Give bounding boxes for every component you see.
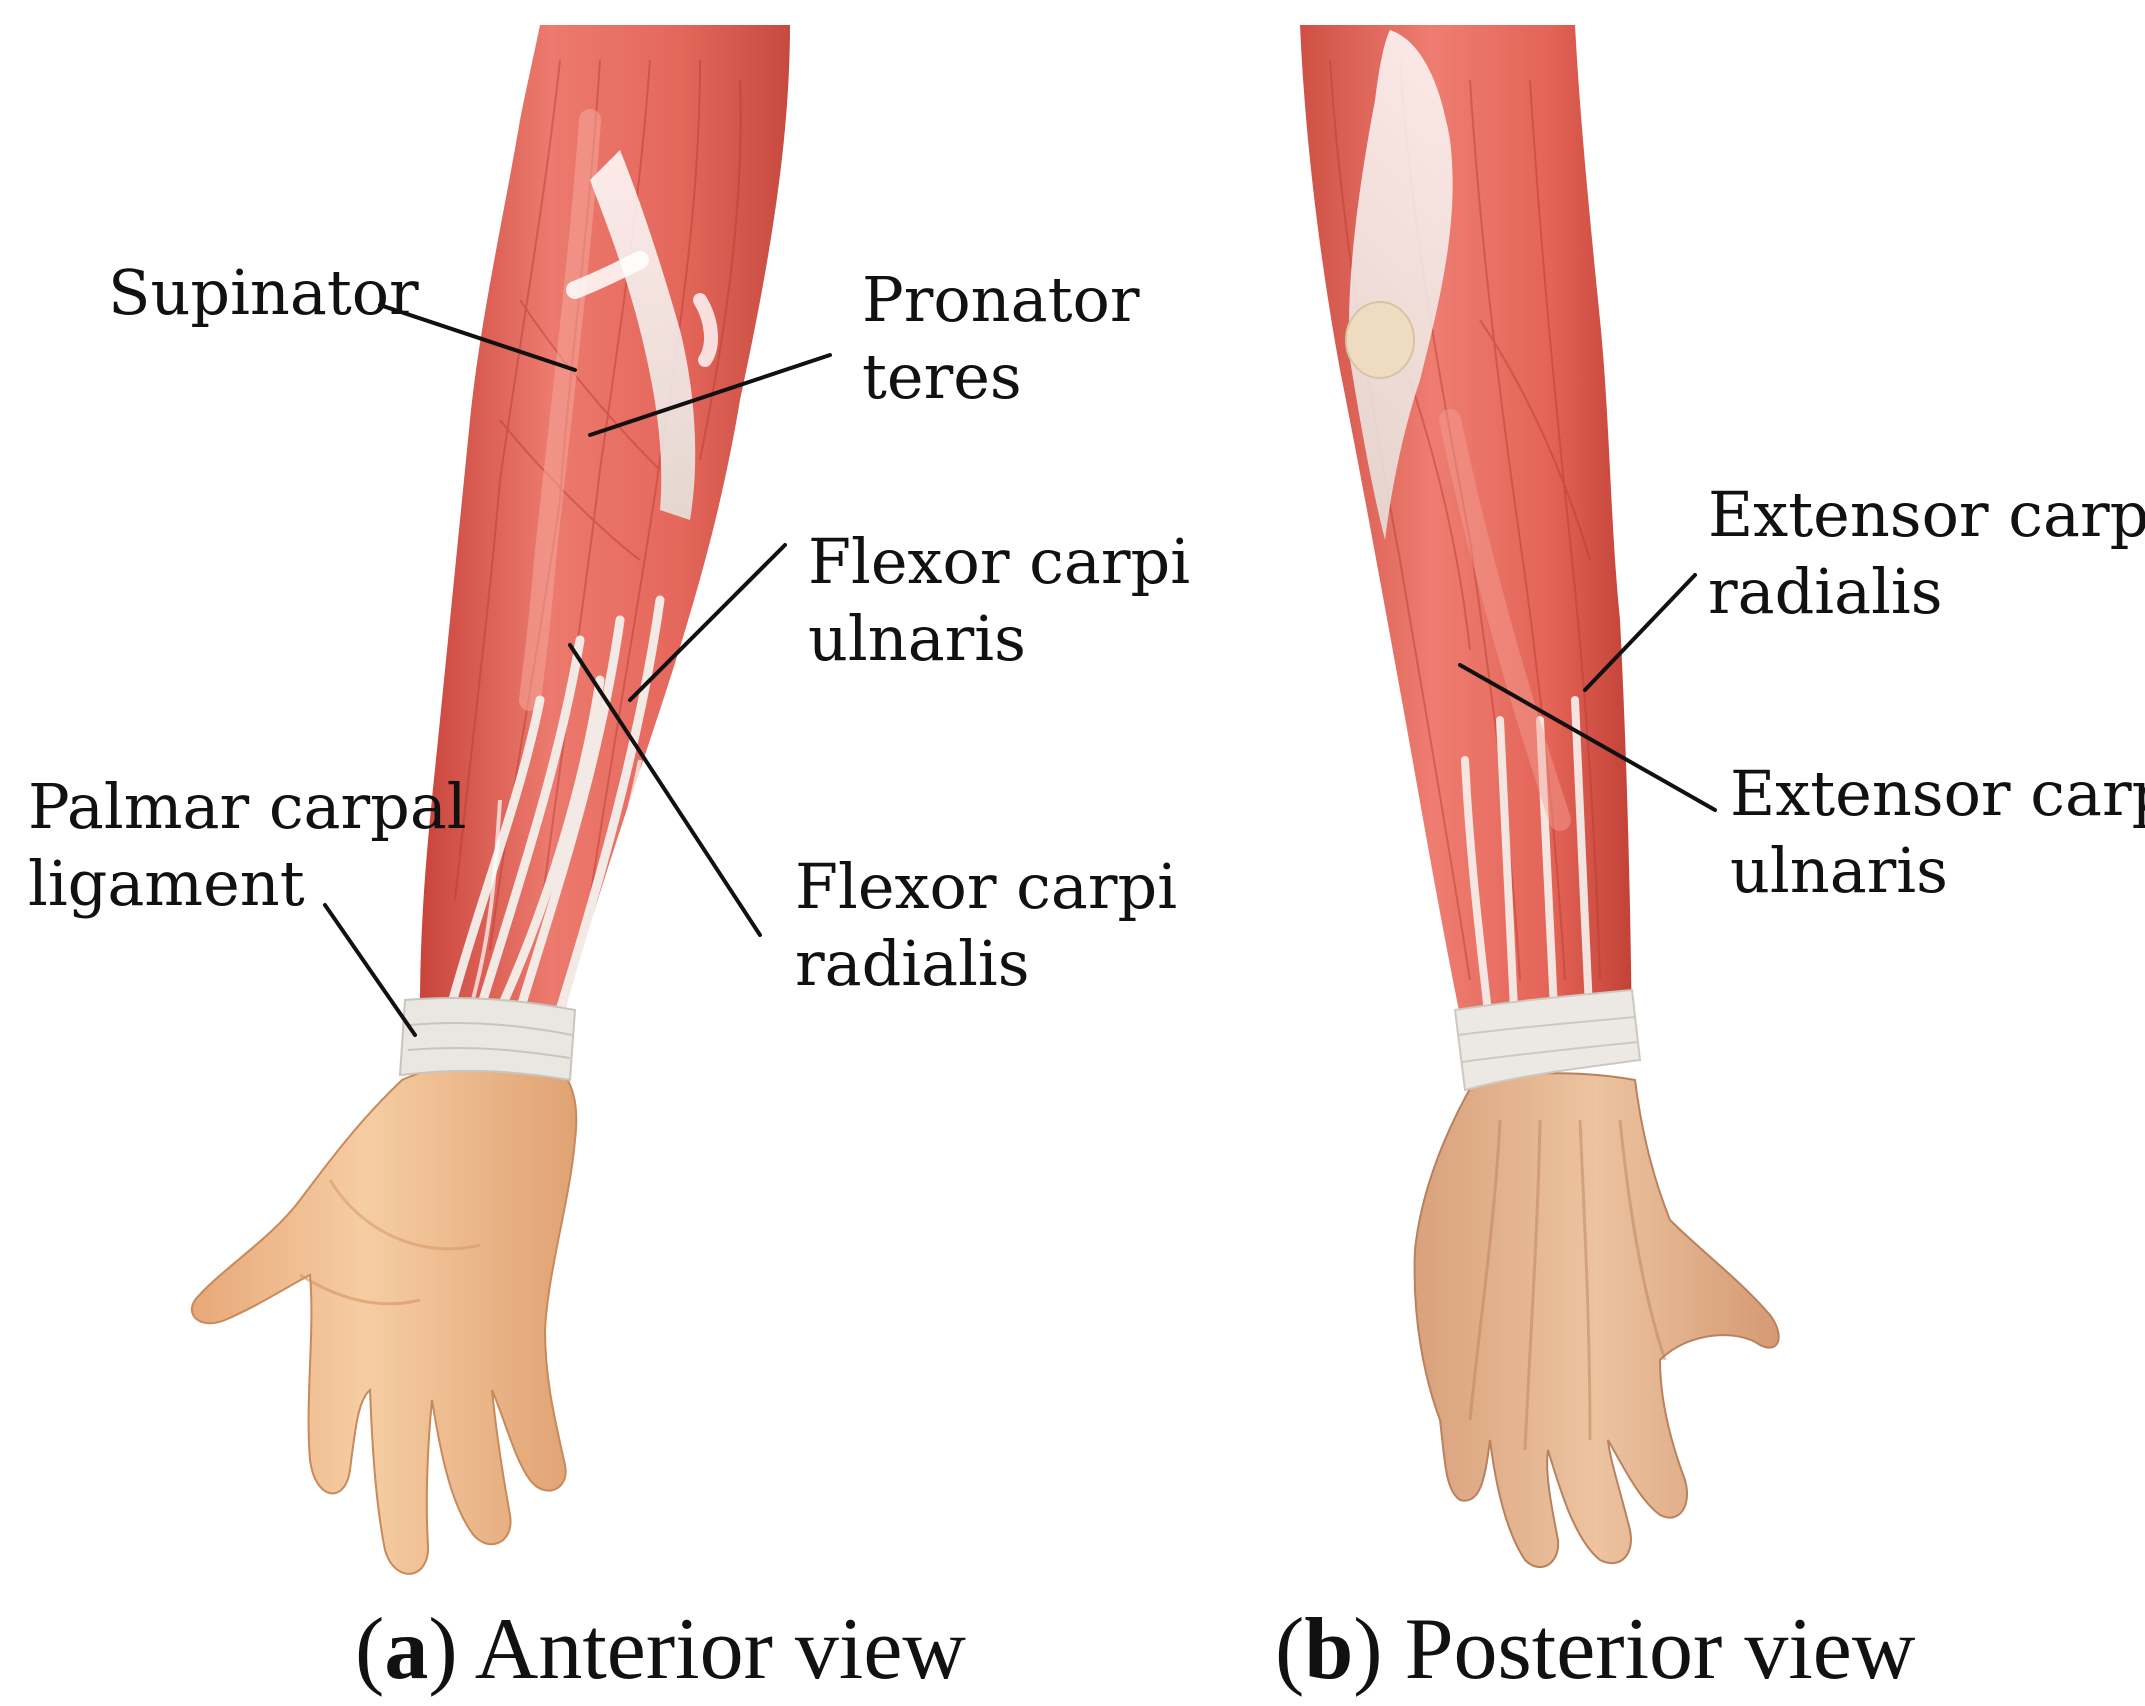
anterior-view-illustration	[190, 25, 790, 1575]
label-palmar-carpal-ligament: Palmar carpal ligament	[28, 768, 467, 922]
label-pronator-teres-line2: teres	[862, 340, 1022, 413]
caption-posterior-letter: b	[1304, 1601, 1354, 1698]
label-flexor-carpi-radialis: Flexor carpi radialis	[795, 848, 1177, 1002]
posterior-view-illustration	[1300, 25, 1780, 1569]
label-flexor-carpi-radialis-line2: radialis	[795, 927, 1030, 1000]
anterior-hand	[190, 1063, 578, 1575]
caption-posterior-text: Posterior view	[1404, 1601, 1916, 1698]
label-extensor-carpi-ulnaris-line2: ulnaris	[1730, 834, 1948, 907]
caption-anterior-view: (a) Anterior view	[355, 1601, 966, 1698]
leader-extensor-carpi-radialis	[1583, 573, 1697, 692]
leader-flexor-carpi-ulnaris	[628, 543, 787, 702]
leader-extensor-carpi-ulnaris	[1458, 663, 1717, 812]
label-extensor-carpi-radialis: Extensor carpi radialis	[1708, 476, 2145, 630]
posterior-triceps-tendon	[1349, 30, 1453, 540]
leader-palmar-carpal-ligament	[323, 903, 417, 1037]
label-flexor-carpi-ulnaris-line2: ulnaris	[808, 602, 1026, 675]
anterior-bicipital-aponeurosis	[590, 150, 696, 520]
label-pronator-teres-line1: Pronator	[862, 263, 1140, 336]
label-extensor-carpi-radialis-line1: Extensor carpi	[1708, 478, 2145, 551]
label-extensor-carpi-ulnaris: Extensor carpi ulnaris	[1730, 755, 2145, 909]
anterior-forearm-muscles	[420, 25, 790, 1010]
leader-flexor-carpi-radialis	[568, 643, 762, 937]
label-flexor-carpi-radialis-line1: Flexor carpi	[795, 850, 1178, 923]
posterior-olecranon	[1345, 301, 1415, 379]
anterior-palmar-carpal-ligament-band	[398, 997, 577, 1082]
label-extensor-carpi-radialis-line2: radialis	[1708, 555, 1943, 628]
label-flexor-carpi-ulnaris-line1: Flexor carpi	[808, 525, 1191, 598]
label-extensor-carpi-ulnaris-line1: Extensor carpi	[1730, 757, 2145, 830]
leader-lines	[323, 303, 1717, 1037]
label-palmar-carpal-ligament-line1: Palmar carpal	[28, 770, 467, 843]
label-flexor-carpi-ulnaris: Flexor carpi ulnaris	[808, 523, 1190, 677]
caption-anterior-text: Anterior view	[474, 1601, 966, 1698]
label-supinator: Supinator	[108, 256, 419, 329]
caption-posterior-view: (b) Posterior view	[1275, 1601, 1916, 1698]
caption-anterior-letter: a	[384, 1601, 429, 1698]
posterior-hand	[1413, 1072, 1780, 1569]
leader-pronator-teres	[588, 353, 832, 437]
leader-supinator	[378, 303, 577, 372]
posterior-extensor-retinaculum-band	[1453, 988, 1642, 1092]
label-palmar-carpal-ligament-line2: ligament	[28, 847, 305, 920]
label-pronator-teres: Pronator teres	[862, 261, 1139, 415]
